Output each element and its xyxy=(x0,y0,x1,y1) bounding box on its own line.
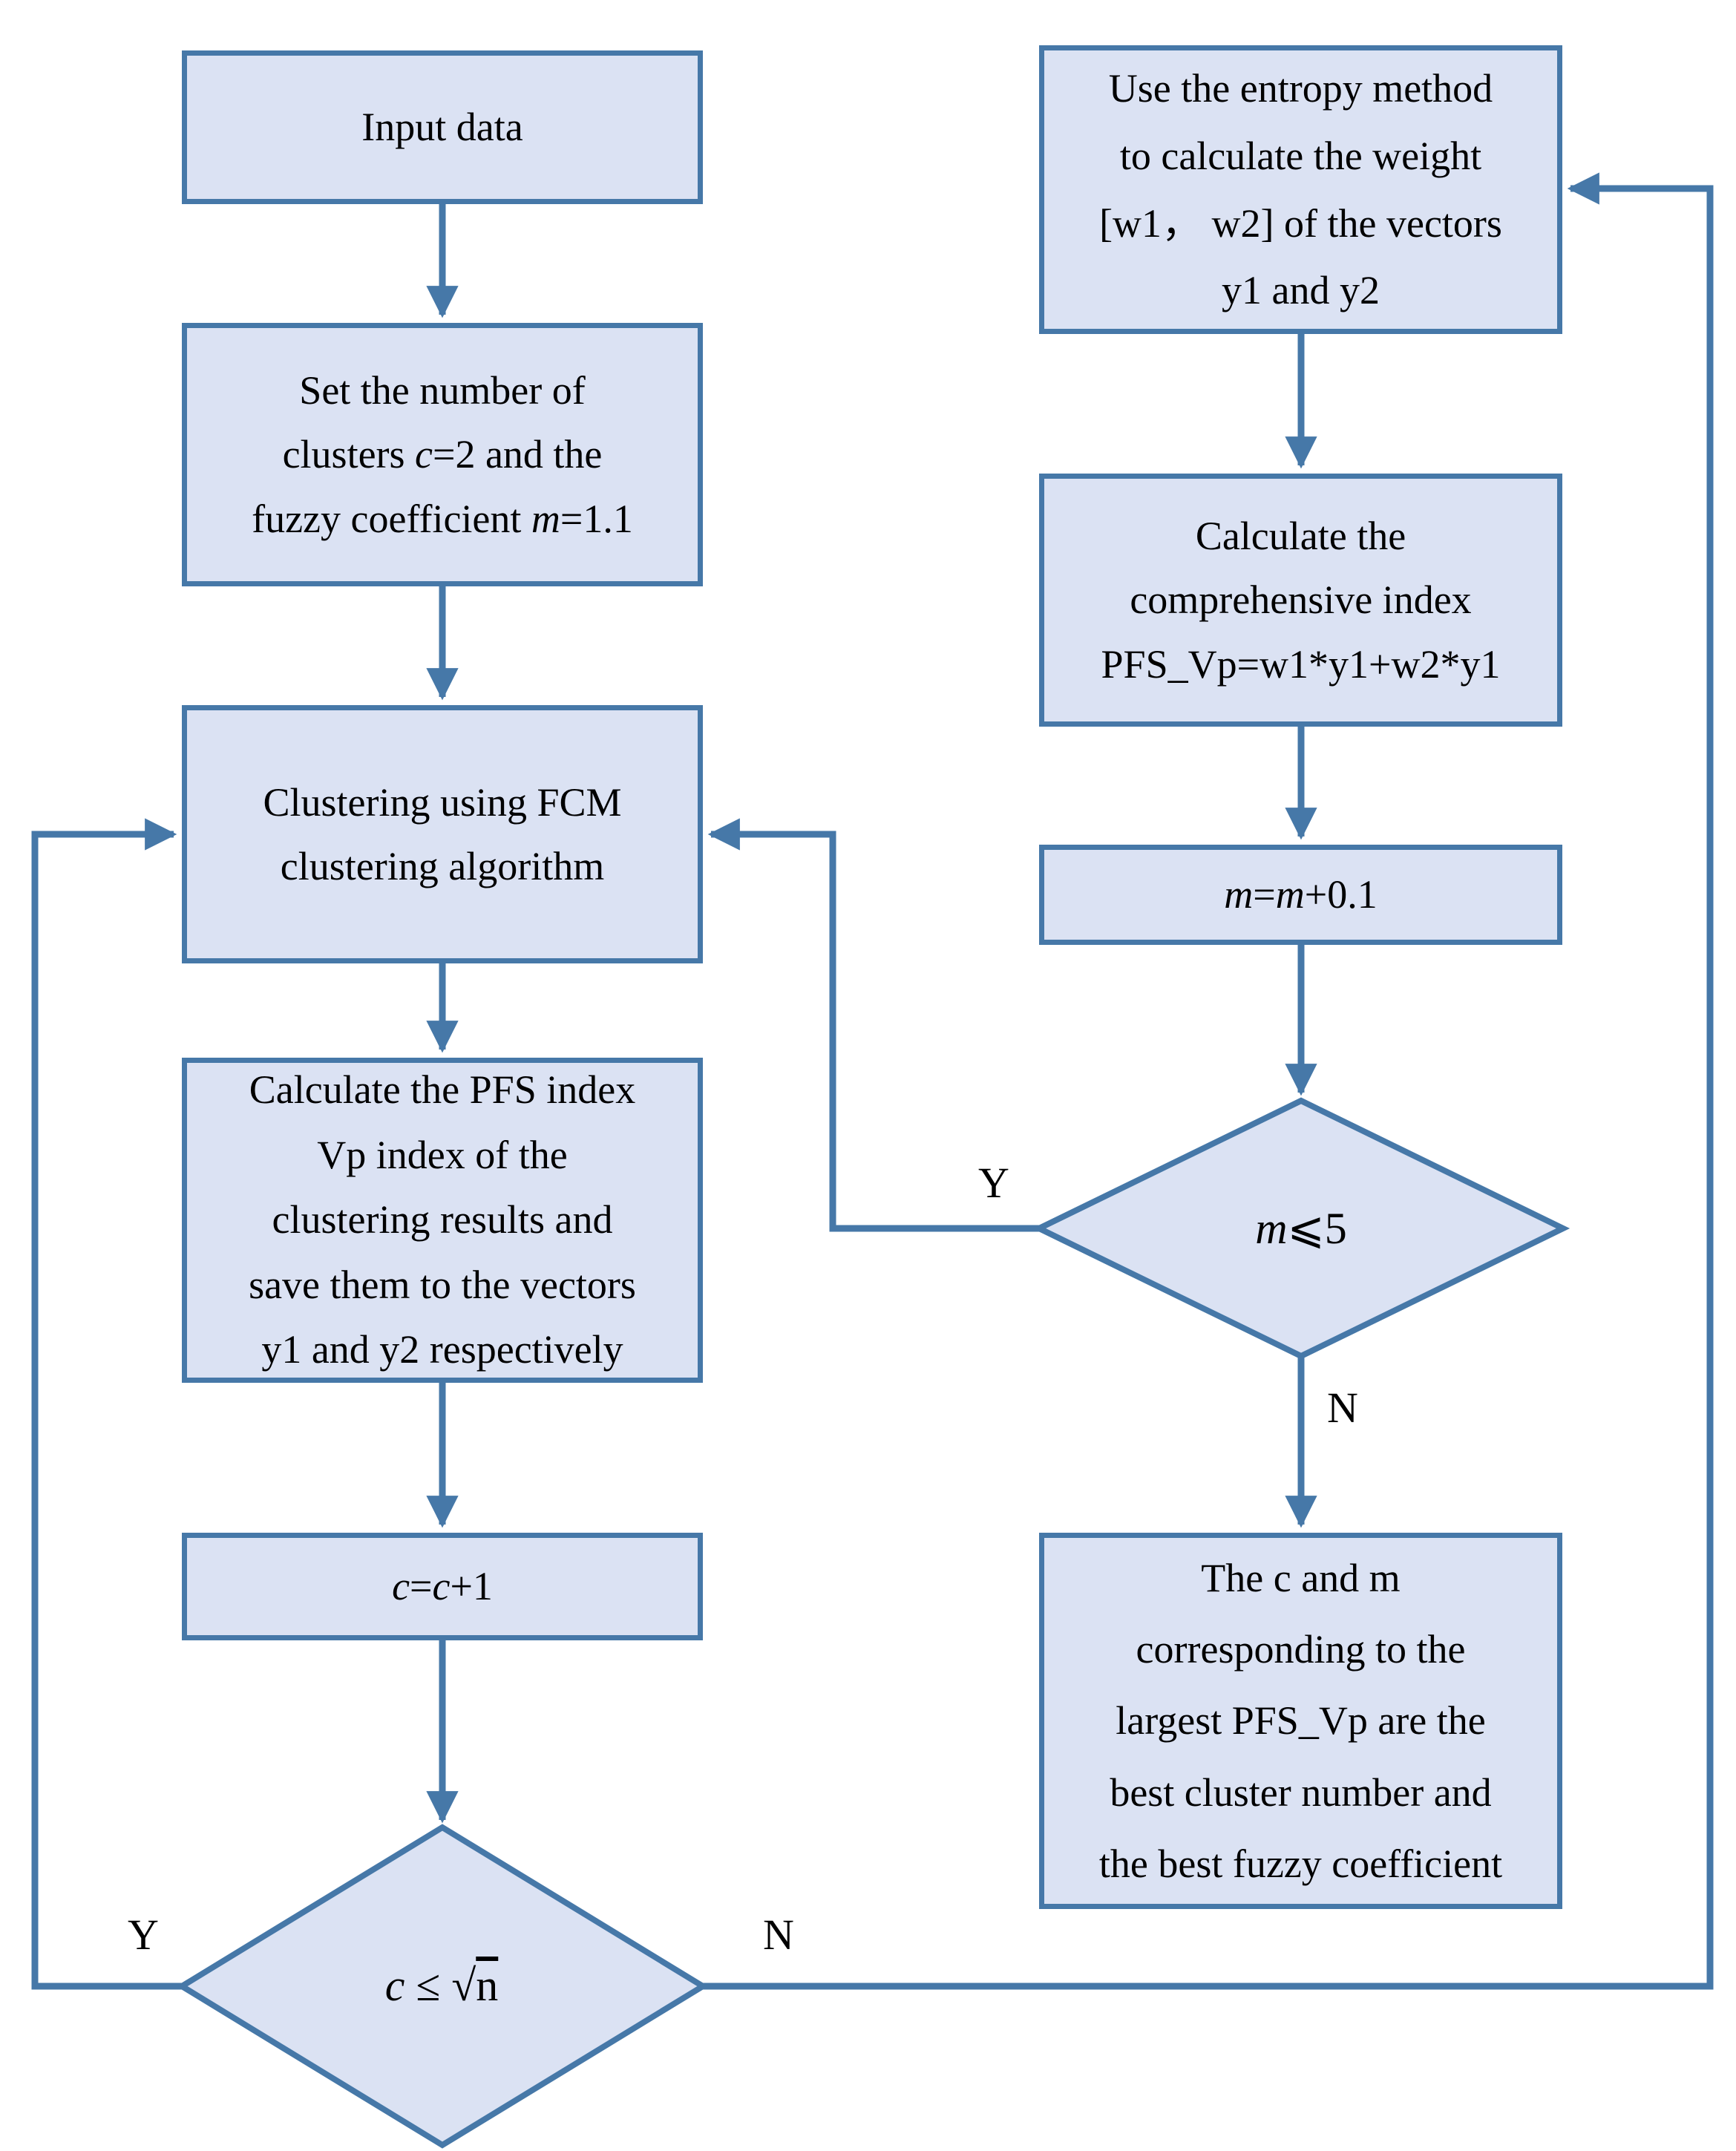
label-no-c-sqrt: N xyxy=(763,1911,794,1959)
decision-m-check-diamond xyxy=(1032,1097,1570,1360)
edge-csqrt-yes-to-fcm xyxy=(31,818,182,1990)
label-yes-m-check: Y xyxy=(978,1159,1009,1207)
edge-csqrt-no-to-entropy xyxy=(703,172,1714,1990)
label-yes-c-sqrt: Y xyxy=(128,1911,159,1959)
label-no-m-check: N xyxy=(1327,1384,1358,1432)
decision-m-check-label: m⩽5 xyxy=(1255,1204,1347,1253)
node-m-increment: m=m+0.1 xyxy=(1039,845,1562,945)
node-c-increment: c=c+1 xyxy=(182,1533,703,1640)
node-input-data: Input data xyxy=(182,50,703,204)
decision-c-sqrt-label: c ≤ √n xyxy=(384,1961,499,2010)
edge-mcheck-yes-to-fcm xyxy=(707,818,1039,1232)
